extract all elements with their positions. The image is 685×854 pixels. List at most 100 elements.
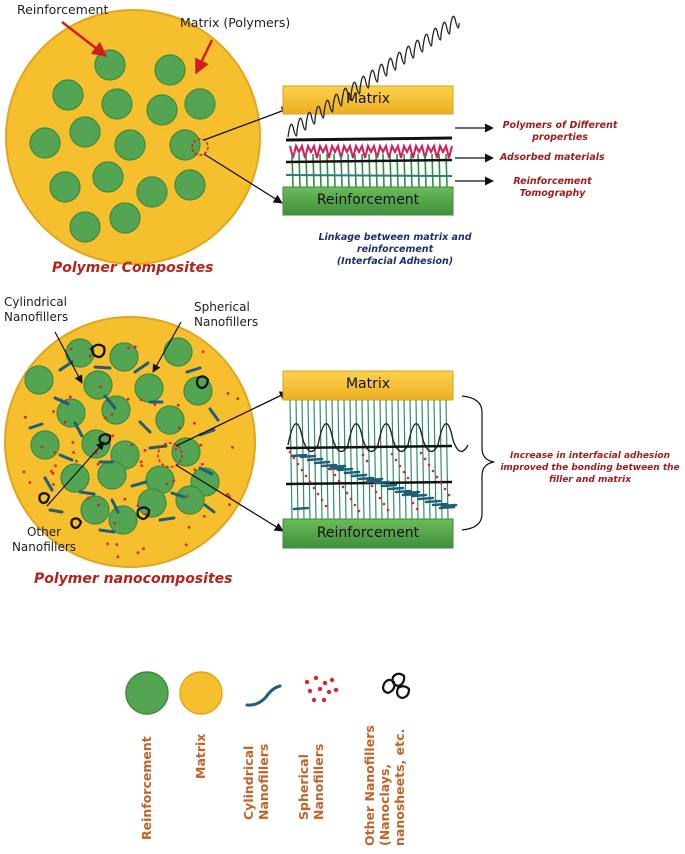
spherical-nanofiller [28,481,32,484]
legend-sph-line2: Nanofillers [311,743,326,820]
legend-icons [125,671,411,715]
spherical-nanofiller [419,451,423,455]
reinforcement-particle [92,161,124,193]
reinforcement-particle [30,430,60,460]
legend-spherical-dot [307,688,313,694]
spherical-nanofiller [144,512,148,516]
spherical-nanofiller [106,542,109,546]
cylindrical-nanofiller [431,502,449,507]
spherical-nanofiller [353,503,357,507]
zoom-arrow-reinforcement [203,153,283,204]
reinforcement-particle [174,169,206,201]
reinforcement-fiber [305,153,308,188]
adhesion-line3: filler and matrix [548,475,632,485]
spherical-nanofiller [402,470,406,474]
cylindrical-nanofiller [410,493,428,498]
cylindrical-nanofiller [170,491,186,499]
spherical-nanofiller [201,350,205,354]
spherical-nanofiller [130,443,134,447]
spherical-nanofiller [88,354,92,358]
legend-other-line2: (Nanoclays, [377,763,392,846]
other-nanofiller [70,517,83,530]
bottom-reinforcement-bar-label: Reinforcement [316,525,420,541]
cylindrical-nanofiller [306,457,324,462]
spherical-nanofiller [96,462,100,466]
matrix-polymers-label: Matrix (Polymers) [180,15,291,30]
polymer-nanocomposites-title: Polymer nanocomposites [34,571,233,587]
spherical-nanofiller [115,543,119,546]
other-nanofiller [90,343,106,359]
polymer-chain [433,399,437,520]
polymer-chain [421,399,425,520]
spherical-nanofiller [231,446,234,449]
spherical-nanofiller [143,449,147,452]
spherical-nanofiller [172,479,176,483]
spherical-nanofiller [111,434,115,438]
cylindrical-nanofiller [93,365,112,370]
spherical-nanofiller [228,503,231,506]
cylindrical-nanofiller [438,505,456,510]
nano-zoom-arrow-reinforcement [175,464,284,532]
spherical-nanofiller [63,420,67,424]
spherical-nanofiller [288,450,292,454]
reinforcement-particle [80,495,110,525]
legend-reinforcement-label: Reinforcement [139,736,154,840]
bottom-reinforcement-bar [282,518,454,549]
reinforcement-particle [163,337,193,367]
spherical-nanofiller [296,462,300,466]
spherical-nanofiller [116,555,120,559]
cylindrical-nanofiller [313,460,331,465]
spherical-nanofiller [320,498,324,502]
spherical-nanofiller [54,464,57,468]
cylindrical-nanofiller [320,463,338,468]
spherical-nanofiller [406,476,410,480]
polymer-chain [349,399,353,520]
spherical-nanofiller [140,464,144,467]
spherical-nanofiller [443,487,447,491]
reinforcement-particle [60,463,90,493]
spherical-nanofiller [382,502,386,506]
reinforcement-particle [97,460,127,490]
polymer-composite-circle [5,9,261,265]
legend-cyl-line1: Cylindrical [241,745,256,820]
spherical-nanofiller [24,415,27,419]
cylindrical-nanofiller [110,498,120,514]
polymer-chain [439,399,443,520]
spherical-nanofiller [123,497,127,501]
reinforcement-fiber [340,153,343,188]
spherical-nanofiller [370,484,374,488]
spherical-nanofiller [174,447,178,451]
sph-line2: Nanofillers [194,315,259,329]
top-matrix-bar-label: Matrix [345,91,391,107]
side-polymers-line1: Polymers of Different [502,120,618,131]
other-nanofiller [195,375,210,390]
spherical-nanofiller [126,397,130,401]
reinforcement-pointer-arrow [61,21,108,57]
linkage-label: Linkage between matrix and reinforcement… [315,232,475,268]
reinforcement-fiber [361,153,364,188]
spherical-nanofiller [110,413,114,417]
reinforcement-fiber [389,153,392,188]
spherical-nanofiller [68,395,72,399]
legend-spherical-dot [322,680,328,686]
top-reinforcement-bar [282,186,454,216]
reinforcement-particle [146,94,178,126]
reinforcement-fiber [403,153,406,188]
polymer-chain [325,399,329,520]
cylindrical-nanofiller [53,396,70,406]
cylindrical-nanofiller [364,479,382,484]
spherical-nanofiller [361,453,365,457]
cylindrical-nanofiller [292,506,310,511]
cylindrical-nanofiller [198,428,216,437]
other-line1: Other [26,525,62,539]
polymer-chain [355,399,359,520]
bottom-matrix-bar-label: Matrix [345,376,391,392]
reinforcement-particle [24,365,54,395]
reinforcement-particle [108,505,138,535]
spherical-nanofiller [165,482,169,486]
spherical-nanofiller [133,345,137,349]
spherical-nanofiller [378,496,382,500]
reinforcement-particle [109,202,141,234]
spherical-nanofiller [292,456,296,460]
